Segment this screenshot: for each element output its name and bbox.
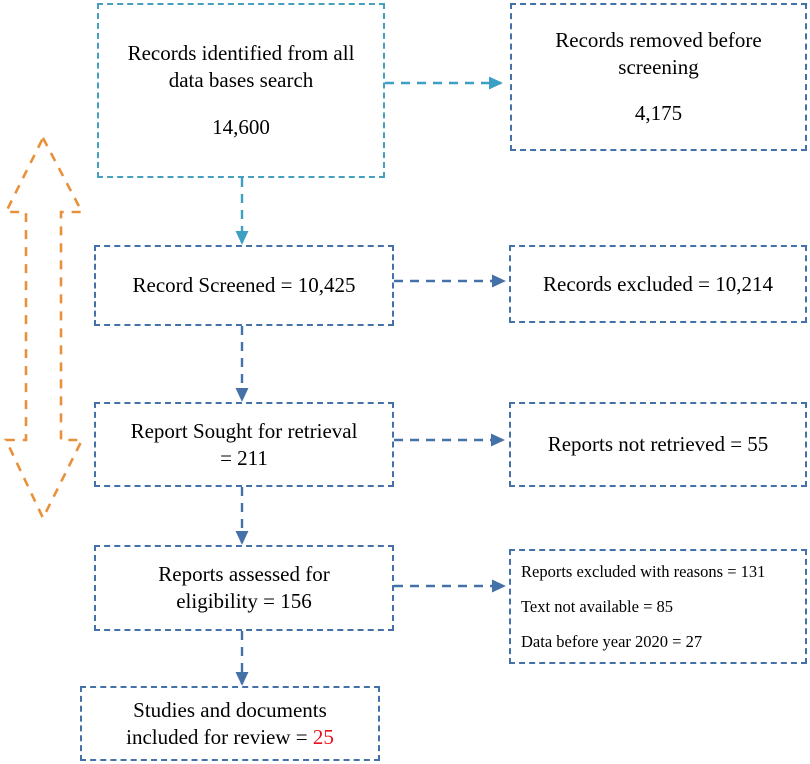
record-screened-line1: Record Screened = 10,425	[132, 273, 356, 298]
records-identified-count: 14,600	[212, 114, 270, 139]
box-reports-assessed-text: Reports assessed for eligibility = 156	[96, 561, 392, 615]
studies-included-line2: included for review = 25	[92, 724, 368, 751]
studies-included-prefix: included for review =	[126, 724, 313, 749]
reports-assessed-line1: Reports assessed for	[158, 562, 330, 587]
reports-not-retrieved-line1: Reports not retrieved = 55	[547, 432, 769, 457]
records-removed-line2: screening	[618, 54, 699, 79]
box-reports-not-retrieved-text: Reports not retrieved = 55	[511, 431, 805, 458]
box-record-screened-text: Record Screened = 10,425	[96, 272, 392, 299]
records-excluded-line1: Records excluded = 10,214	[543, 271, 773, 296]
box-records-removed: Records removed before screening 4,175	[510, 3, 807, 151]
report-sought-line2: = 211	[220, 445, 268, 470]
box-records-excluded: Records excluded = 10,214	[509, 245, 807, 323]
report-sought-line1: Report Sought for retrieval	[130, 418, 358, 443]
studies-included-line1: Studies and documents	[133, 697, 327, 722]
reports-assessed-line2: eligibility = 156	[176, 589, 312, 613]
box-studies-included: Studies and documents included for revie…	[80, 686, 380, 761]
box-records-identified: Records identified from all data bases s…	[97, 3, 385, 178]
box-records-removed-text: Records removed before screening 4,175	[512, 27, 805, 128]
reports-excluded-reason-3: Data before year 2020 = 27	[521, 632, 703, 652]
records-removed-gap	[522, 80, 795, 100]
box-reports-assessed: Reports assessed for eligibility = 156	[94, 545, 394, 631]
records-identified-line1: Records identified from all	[127, 41, 355, 66]
box-studies-included-text: Studies and documents included for revie…	[82, 697, 378, 751]
reports-excluded-reason-1: Reports excluded with reasons = 131	[521, 561, 766, 581]
records-removed-line1: Records removed before	[555, 27, 762, 52]
studies-included-count: 25	[312, 724, 334, 749]
box-report-sought: Report Sought for retrieval = 211	[94, 402, 394, 487]
box-report-sought-text: Report Sought for retrieval = 211	[96, 418, 392, 472]
box-record-screened: Record Screened = 10,425	[94, 245, 394, 326]
box-reports-excluded-reasons-text: Reports excluded with reasons = 131 Text…	[511, 561, 805, 652]
box-reports-not-retrieved: Reports not retrieved = 55	[509, 402, 807, 487]
box-reports-excluded-reasons: Reports excluded with reasons = 131 Text…	[509, 549, 807, 664]
records-identified-line2: data bases search	[168, 68, 314, 93]
reports-excluded-reason-2: Text not available = 85	[521, 596, 674, 616]
records-identified-gap	[109, 94, 373, 114]
box-records-excluded-text: Records excluded = 10,214	[511, 271, 805, 298]
records-removed-count: 4,175	[634, 101, 683, 126]
box-records-identified-text: Records identified from all data bases s…	[99, 40, 383, 141]
double-headed-arrow-icon	[3, 135, 85, 521]
